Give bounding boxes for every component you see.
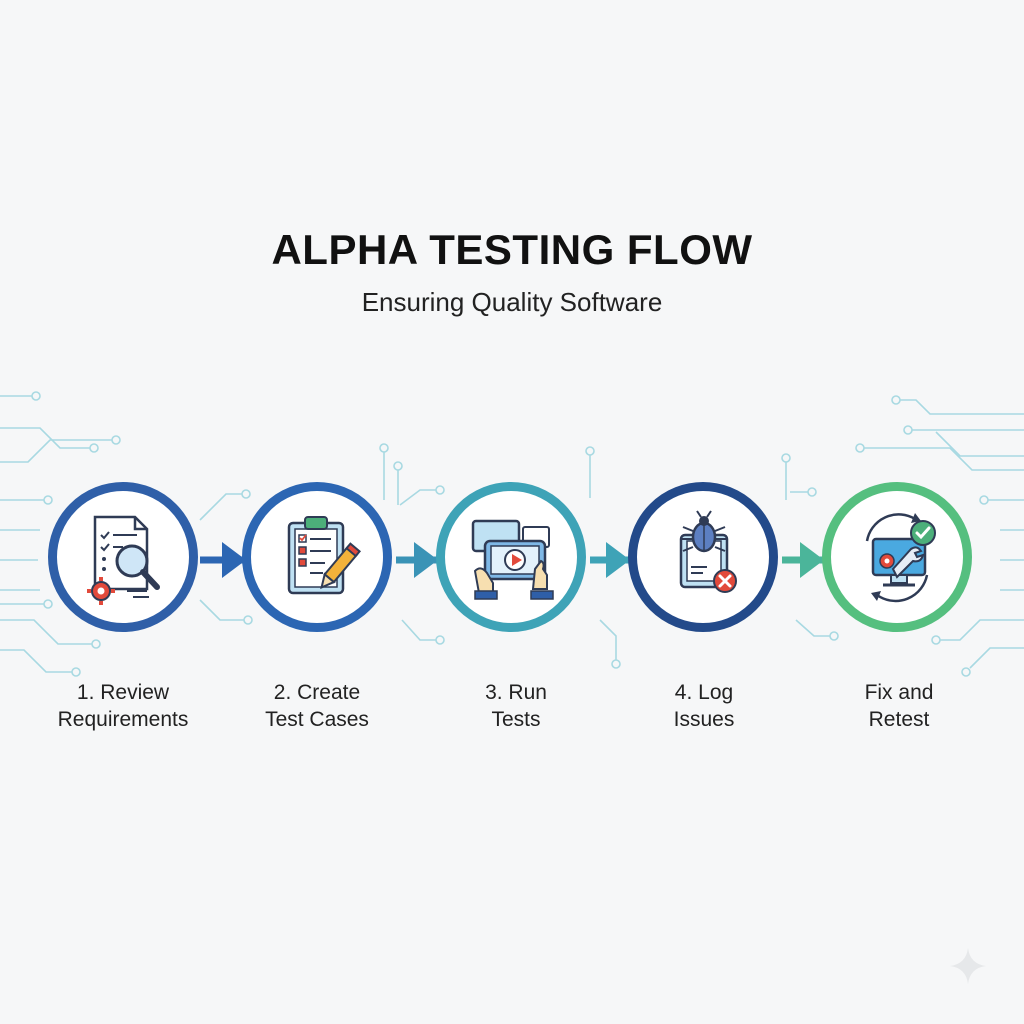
page-subtitle: Ensuring Quality Software: [361, 287, 663, 317]
sparkle-icon: [950, 948, 986, 984]
flow-arrow-2: [414, 542, 438, 578]
flow-arrow-1: [222, 542, 246, 578]
step-2-label-line1: 2. Create: [273, 681, 361, 704]
flow-arrow-4: [800, 542, 824, 578]
step-3-circle: [436, 482, 586, 632]
step-3-label-line2: Tests: [491, 708, 541, 731]
step-1-label: 1. Review Requirements: [28, 679, 218, 733]
flow-arrow-3: [606, 542, 630, 578]
tablet-play-hands-icon: [471, 519, 554, 600]
monitor-wrench-check-icon: [865, 513, 936, 603]
page-title: ALPHA TESTING FLOW: [271, 226, 753, 273]
step-2-label: 2. Create Test Cases: [222, 679, 412, 733]
step-5-label: Fix and Retest: [804, 679, 994, 733]
step-5-label-line1: Fix and: [864, 681, 934, 704]
step-5-circle: [822, 482, 972, 632]
step-1-label-line2: Requirements: [57, 708, 189, 731]
step-4-circle: [628, 482, 778, 632]
clipboard-checklist-pencil-icon: [287, 516, 362, 595]
step-2-label-line2: Test Cases: [265, 708, 369, 731]
step-4-label: 4. Log Issues: [609, 679, 799, 733]
step-4-label-line2: Issues: [673, 708, 735, 731]
step-2-circle: [242, 482, 392, 632]
step-4-label-line1: 4. Log: [674, 681, 734, 704]
step-1-label-line1: 1. Review: [76, 681, 170, 704]
document-magnifier-gear-icon: [87, 515, 160, 605]
step-5-label-line2: Retest: [868, 708, 930, 731]
bug-report-error-icon: [679, 510, 737, 593]
step-1-circle: [48, 482, 198, 632]
step-3-label-line1: 3. Run: [485, 681, 547, 704]
step-3-label: 3. Run Tests: [421, 679, 611, 733]
